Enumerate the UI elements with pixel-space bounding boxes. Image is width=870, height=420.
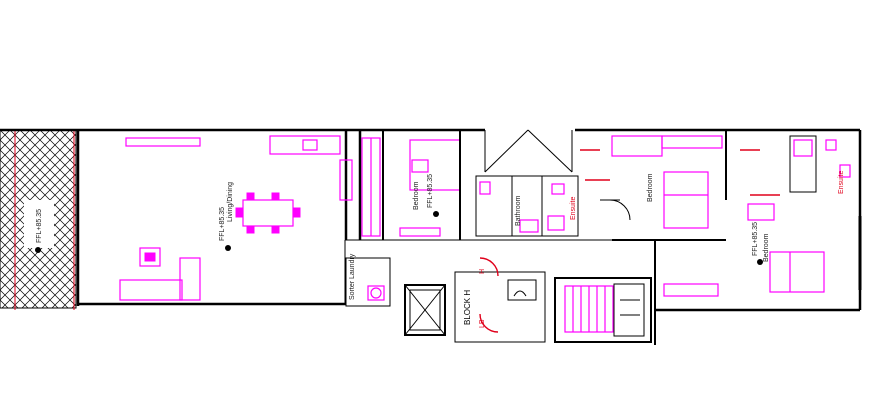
wheelchair-icon: [507, 279, 537, 301]
terrace-level: FFL+85.35: [36, 209, 43, 243]
bedroom-1: FFL+85.35 Bedroom: [361, 130, 461, 240]
chair: [271, 192, 280, 201]
wardrobe: [611, 135, 663, 157]
mark-upper: H: [479, 269, 486, 274]
bedroom1-label: Bedroom: [413, 181, 420, 210]
staircase: [554, 277, 652, 343]
basin: [519, 219, 539, 233]
stair-diagonals: [484, 129, 573, 173]
outer-walls: [0, 128, 862, 312]
lift-shaft: [404, 284, 446, 336]
living-dining-room: FFL+85.35 Living/Dining: [119, 135, 353, 301]
dining-table: [242, 199, 294, 227]
lobby: BLOCK H H LB: [454, 257, 546, 343]
bathroom-label: Bathroom: [515, 195, 522, 226]
toilet: [839, 164, 851, 178]
desk: [399, 227, 441, 237]
level-marker-icon: [757, 259, 763, 265]
living-dining-label: Living/Dining: [227, 182, 234, 222]
basin: [547, 215, 565, 231]
bedroom-3: FFL+85.35 Bedroom: [663, 203, 862, 297]
desk: [747, 203, 775, 221]
basin: [825, 139, 837, 151]
toilet: [551, 183, 565, 195]
chair: [235, 207, 244, 218]
corridor-walls: [600, 199, 656, 345]
wardrobe: [661, 135, 723, 149]
washing-machine: [367, 285, 385, 301]
bed: [663, 171, 709, 229]
bathrooms-center: Bathroom Ensuite: [475, 149, 610, 237]
block-label: BLOCK H: [463, 290, 472, 325]
bedroom3-label: Bedroom: [763, 233, 770, 262]
laundry-label: Sorter Laundry: [349, 253, 356, 300]
kitchen-unit: [339, 159, 353, 201]
laundry: Sorter Laundry: [345, 253, 391, 307]
chair: [246, 225, 255, 234]
toilet: [479, 181, 491, 195]
coffee-table: [139, 247, 161, 267]
terrace-area: FFL+85.35: [0, 129, 77, 310]
bedroom3-level: FFL+85.35: [752, 222, 759, 256]
sofa: [119, 279, 183, 301]
living-level: FFL+85.35: [219, 207, 226, 241]
ensuite-right: Ensuite: [740, 135, 851, 196]
shower: [793, 139, 813, 157]
bedroom-2: Bedroom: [611, 130, 727, 241]
sideboard: [125, 137, 201, 147]
bed: [769, 251, 825, 293]
chair: [246, 192, 255, 201]
ensuite2-label: Ensuite: [838, 171, 845, 194]
level-marker-icon: [433, 211, 439, 217]
level-marker-icon: [35, 247, 41, 253]
sofa-chaise: [179, 257, 201, 301]
kitchen-counter: [269, 135, 341, 155]
bedroom2-label: Bedroom: [647, 173, 654, 202]
chair: [292, 207, 301, 218]
mark-lower: LB: [479, 319, 486, 328]
chair: [271, 225, 280, 234]
wardrobe: [663, 283, 719, 297]
bedroom1-level: FFL+85.35: [427, 174, 434, 208]
level-marker-icon: [225, 245, 231, 251]
ensuite1-label: Ensuite: [570, 197, 577, 220]
